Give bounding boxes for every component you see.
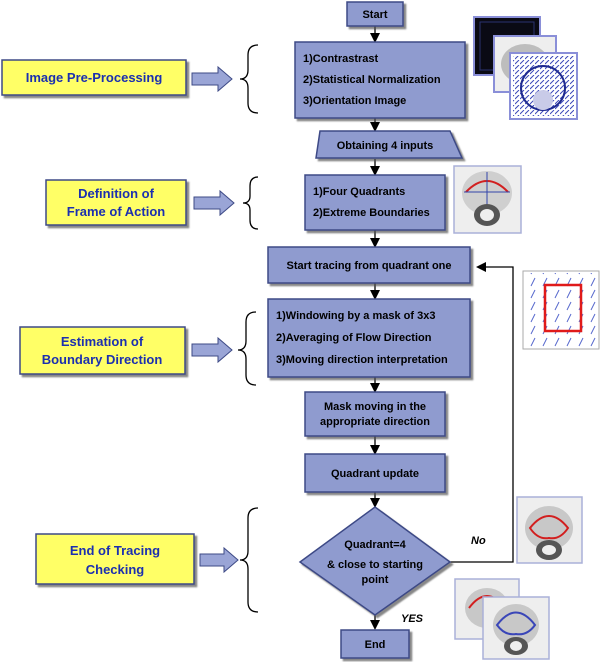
block-arrow-end-checking [199,546,239,574]
frame-of-action-box: 1)Four Quadrants 2)Extreme Boundaries [304,174,446,231]
stage-label-frame: Definition of Frame of Action [45,179,187,226]
brace-end-checking [239,507,259,613]
stage-end-line-2: Checking [86,562,145,577]
mask-moving-box: Mask moving in the appropriate direction [304,391,446,437]
arrow-no-loop-back [450,262,514,563]
orientation-image-stack [473,16,578,120]
brace-frame [242,176,259,230]
decision-line-3: point [362,574,389,586]
stage-label-preprocessing: Image Pre-Processing [1,59,187,96]
block-arrow-preprocessing [191,65,233,93]
connectors [370,26,514,630]
windowing-step-3: 3)Moving direction interpretation [276,354,448,366]
block-arrows [191,65,239,574]
start-tracing-box: Start tracing from quadrant one [267,246,471,284]
decision-diamond: Quadrant=4 & close to starting point [298,506,452,616]
frame-step-1: 1)Four Quadrants [313,186,405,198]
frame-step-2: 2)Extreme Boundaries [313,207,430,219]
stage-frame-line-2: Frame of Action [67,204,166,219]
start-tracing-label: Start tracing from quadrant one [286,260,451,272]
yes-branch-label: YES [401,613,424,625]
stage-boundary-line-1: Estimation of [61,334,144,349]
mask-window-thumbnail [522,270,600,350]
orientation-thumbnail [509,52,578,120]
preprocess-box: 1)Contrastrast 2)Statistical Normalizati… [294,41,466,119]
end-label: End [365,639,386,651]
stage-preprocessing-line-1: Image Pre-Processing [26,70,163,85]
tracing-result-thumbnail [516,496,583,564]
decision-line-1: Quadrant=4 [344,539,406,551]
windowing-step-1: 1)Windowing by a mask of 3x3 [276,310,435,322]
brace-boundary [237,311,257,386]
no-branch-label: No [471,535,486,547]
block-arrow-boundary [191,336,233,364]
end-box: End [340,629,410,659]
preprocess-step-1: 1)Contrastrast [303,53,379,65]
windowing-step-2: 2)Averaging of Flow Direction [276,332,432,344]
preprocess-step-3: 3)Orientation Image [303,95,406,107]
mask-moving-line-2: appropriate direction [320,416,430,428]
quadrants-thumbnail [453,165,522,234]
obtaining-label: Obtaining 4 inputs [337,140,434,152]
stage-boundary-line-2: Boundary Direction [42,352,163,367]
preprocess-step-2: 2)Statistical Normalization [303,74,441,86]
stage-label-end-checking: End of Tracing Checking [35,533,195,585]
stage-label-boundary: Estimation of Boundary Direction [19,326,186,375]
windowing-box: 1)Windowing by a mask of 3x3 2)Averaging… [267,298,471,378]
stage-frame-line-1: Definition of [78,186,154,201]
brace-preprocessing [239,44,259,114]
mask-moving-line-1: Mask moving in the [324,401,426,413]
quadrant-update-box: Quadrant update [304,453,446,493]
obtaining-inputs-box: Obtaining 4 inputs [315,130,464,159]
curly-braces [237,44,259,613]
start-box: Start [346,1,404,27]
final-result-stack [454,578,550,660]
start-label: Start [362,9,387,21]
final-result-front-thumbnail [482,596,550,660]
decision-line-2: & close to starting [327,559,423,571]
block-arrow-frame [193,189,235,217]
quadrant-update-label: Quadrant update [331,468,419,480]
stage-end-line-1: End of Tracing [70,543,160,558]
